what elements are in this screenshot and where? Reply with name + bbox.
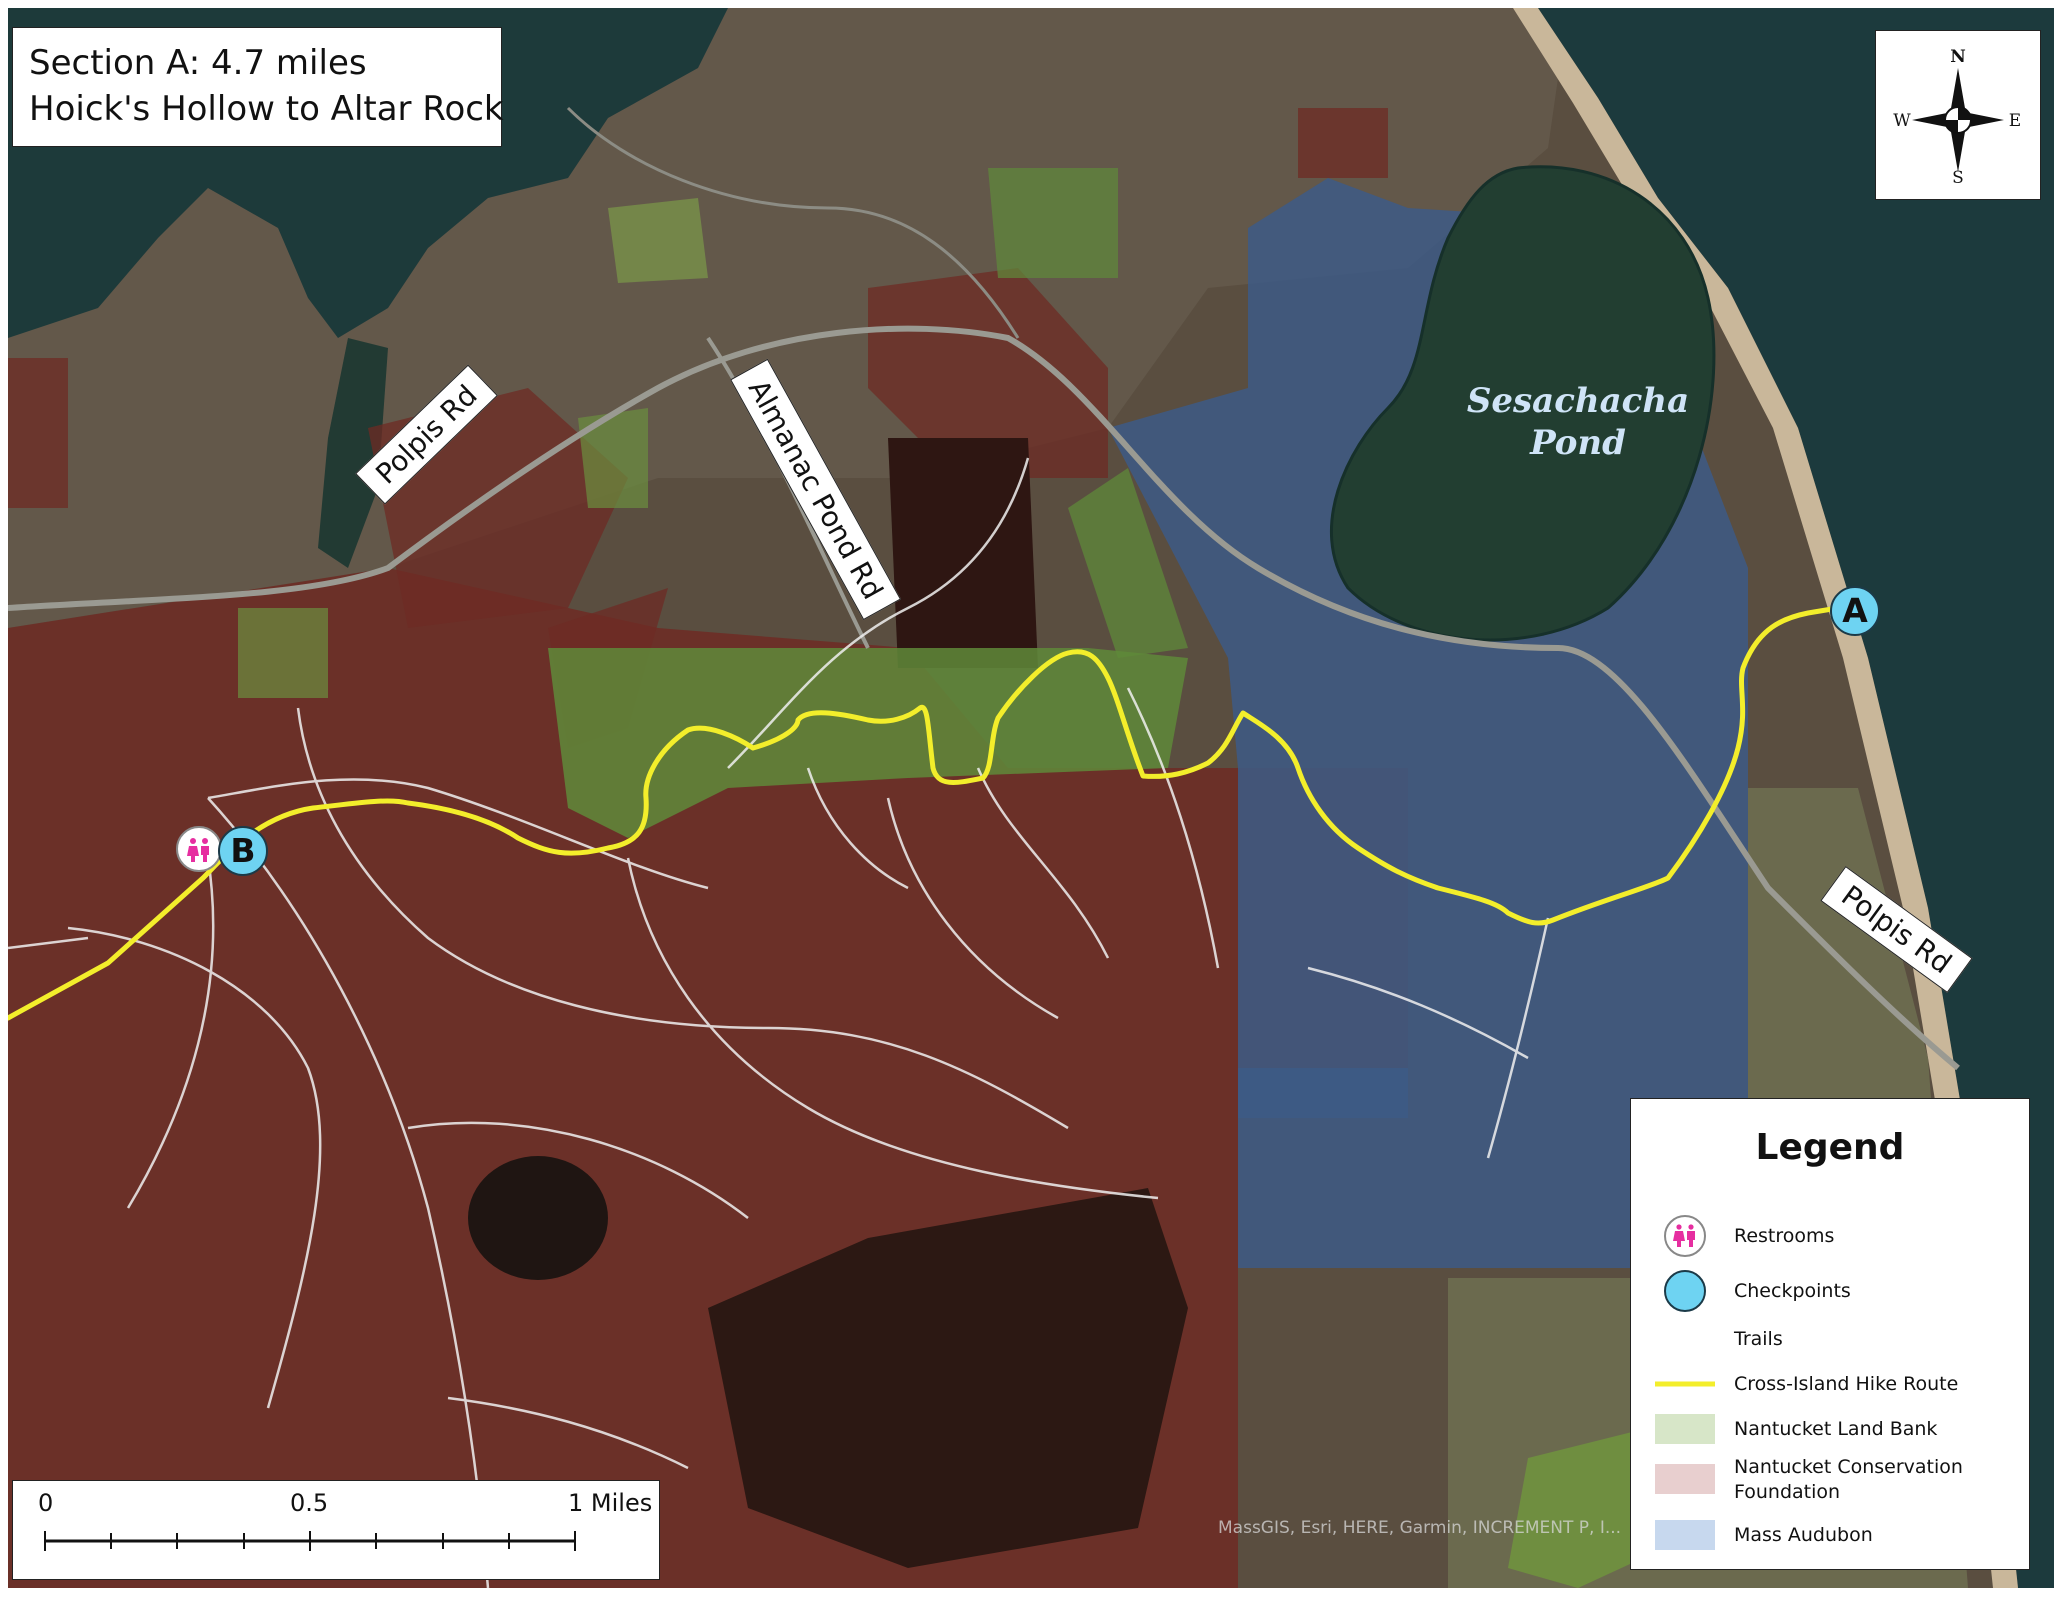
restroom-icon	[187, 838, 209, 862]
conservation-swatch	[1655, 1464, 1715, 1494]
svg-text:W: W	[1893, 111, 1911, 131]
svg-text:N: N	[1950, 47, 1966, 67]
scale-label-end: 1 Miles	[568, 1489, 653, 1517]
map-imagery	[8, 8, 2054, 1588]
small-pond	[468, 1156, 608, 1280]
pond-label-line1: Sesachacha	[1466, 381, 1690, 421]
map-canvas[interactable]: B A Polpis Rd Almanac Pond Rd Polpis Rd …	[8, 8, 2054, 1588]
ocean-area	[1538, 8, 2054, 1588]
land-bank-swatch	[1655, 1414, 1715, 1444]
checkpoint-icon	[1664, 1270, 1706, 1312]
restroom-marker[interactable]	[176, 826, 222, 872]
legend-item-audubon: Mass Audubon	[1631, 1513, 2029, 1557]
legend-label: Cross-Island Hike Route	[1734, 1373, 1959, 1395]
cranberry-bogs	[708, 1188, 1188, 1568]
audubon-swatch	[1655, 1520, 1715, 1550]
checkpoint-a-marker[interactable]: A	[1830, 586, 1880, 636]
map-attribution: MassGIS, Esri, HERE, Garmin, INCREMENT P…	[1218, 1518, 1622, 1538]
trail-line-icon	[1655, 1337, 1715, 1341]
legend-item-route: Cross-Island Hike Route	[1631, 1362, 2029, 1406]
legend-panel: Legend Restrooms Checkpoints Trails	[1630, 1098, 2030, 1570]
legend-title: Legend	[1755, 1127, 1905, 1168]
compass-rose: N S E W	[1875, 30, 2041, 200]
legend-label: Nantucket Land Bank	[1734, 1418, 1938, 1440]
scale-label-0: 0	[38, 1489, 54, 1517]
svg-text:E: E	[2009, 111, 2021, 131]
legend-label: Nantucket Conservation Foundation	[1734, 1456, 1963, 1503]
pond-label: Sesachacha Pond	[1448, 380, 1708, 464]
pond-label-line2: Pond	[1530, 423, 1626, 463]
legend-item-restrooms: Restrooms	[1631, 1214, 2029, 1258]
checkpoint-b-marker[interactable]: B	[218, 826, 268, 876]
sesachacha-pond	[1330, 165, 1716, 642]
map-title-line2: Hoick's Hollow to Altar Rock	[29, 89, 504, 129]
legend-label: Restrooms	[1734, 1225, 1835, 1247]
scale-label-mid: 0.5	[290, 1489, 329, 1517]
map-title-box: Section A: 4.7 miles Hoick's Hollow to A…	[12, 27, 504, 147]
legend-label: Checkpoints	[1734, 1280, 1851, 1302]
legend-item-trails: Trails	[1631, 1317, 2029, 1361]
legend-item-conservation: Nantucket Conservation Foundation	[1631, 1456, 2029, 1503]
map-title-line1: Section A: 4.7 miles	[29, 43, 367, 83]
legend-label: Mass Audubon	[1734, 1524, 1873, 1546]
restroom-icon	[1664, 1215, 1706, 1257]
legend-item-checkpoints: Checkpoints	[1631, 1269, 2029, 1313]
svg-text:S: S	[1952, 168, 1964, 188]
compass-icon: N S E W	[1893, 47, 2021, 188]
scale-bar: 0 0.5 1 Miles	[12, 1480, 660, 1580]
scale-bar-ticks	[44, 1531, 576, 1551]
trails-network	[8, 457, 1550, 1588]
land-bank-area	[548, 648, 1188, 838]
legend-item-land-bank: Nantucket Land Bank	[1631, 1407, 2029, 1451]
route-line-icon	[1655, 1381, 1715, 1387]
hike-route-line	[8, 605, 1841, 1021]
legend-label: Trails	[1734, 1328, 1783, 1350]
